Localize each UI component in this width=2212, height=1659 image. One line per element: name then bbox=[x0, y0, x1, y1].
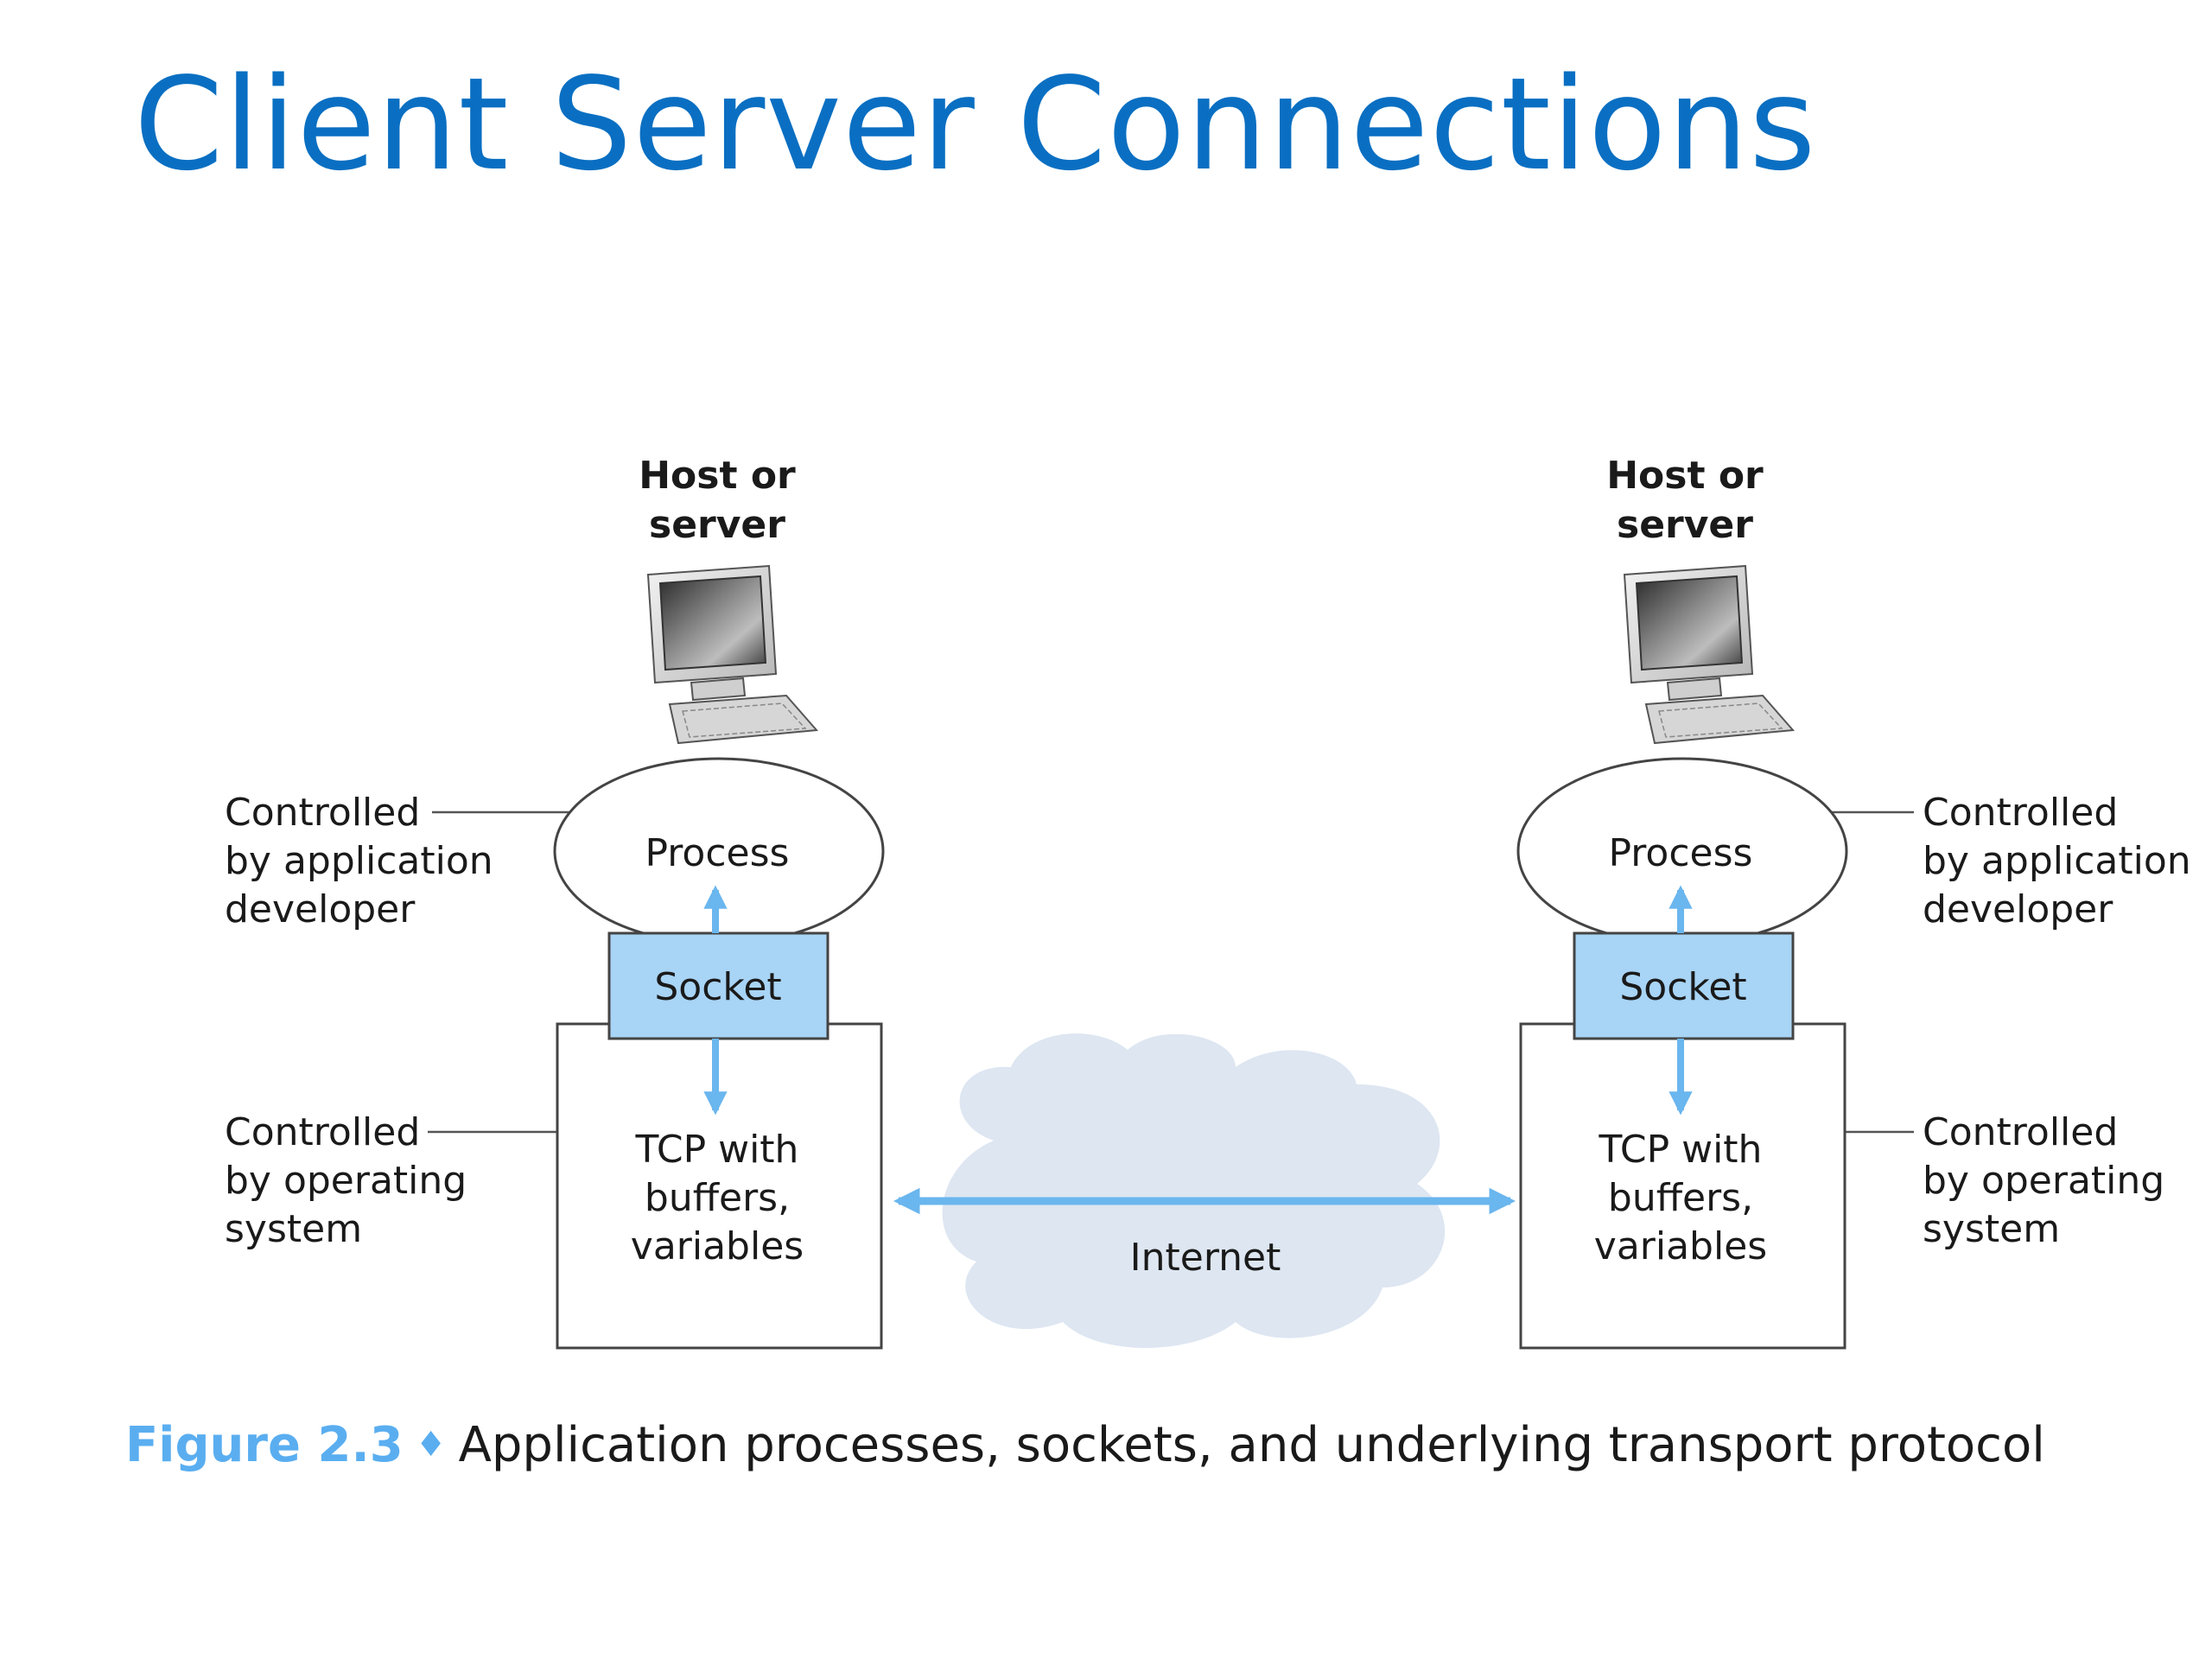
internet-label: Internet bbox=[1130, 1236, 1281, 1280]
slide-title: Client Server Connections bbox=[134, 50, 1817, 199]
right-process-label: Process bbox=[1609, 831, 1753, 875]
left-host-label-line2: server bbox=[649, 503, 785, 547]
left-tcp-line1: TCP with bbox=[635, 1128, 799, 1172]
left-tcp-box bbox=[556, 1022, 883, 1350]
right-socket-box bbox=[1573, 931, 1795, 1040]
left-tcp-line3: variables bbox=[631, 1224, 804, 1268]
left-app-label-line2: by application bbox=[225, 839, 493, 883]
desktop-computer-icon bbox=[1623, 564, 1796, 745]
right-tcp-line3: variables bbox=[1594, 1224, 1767, 1268]
right-socket-label: Socket bbox=[1619, 965, 1746, 1009]
left-socket-label: Socket bbox=[654, 965, 781, 1009]
right-host: Host or server Controlled by application… bbox=[1516, 454, 2191, 1350]
right-host-label-line1: Host or bbox=[1606, 454, 1764, 498]
left-process-label: Process bbox=[645, 831, 790, 875]
left-app-label-line3: developer bbox=[225, 887, 416, 931]
left-tcp-line2: buffers, bbox=[645, 1176, 790, 1220]
right-app-label-line3: developer bbox=[1923, 887, 2113, 931]
left-os-label-line2: by operating bbox=[225, 1159, 467, 1203]
right-app-label-line2: by application bbox=[1923, 839, 2191, 883]
left-app-label-line1: Controlled bbox=[225, 791, 420, 835]
left-os-label-line3: system bbox=[225, 1207, 362, 1251]
left-host: Host or server Controlled by application… bbox=[225, 454, 885, 1350]
desktop-computer-icon bbox=[646, 564, 819, 745]
internet-cloud bbox=[942, 1033, 1446, 1348]
right-tcp-line1: TCP with bbox=[1599, 1128, 1763, 1172]
right-os-label-line1: Controlled bbox=[1923, 1110, 2118, 1154]
right-host-label-line2: server bbox=[1617, 503, 1753, 547]
right-os-label-line2: by operating bbox=[1923, 1159, 2164, 1203]
caption-text: Application processes, sockets, and unde… bbox=[458, 1417, 2045, 1473]
left-os-label-line1: Controlled bbox=[225, 1110, 420, 1154]
right-os-label-line3: system bbox=[1923, 1207, 2060, 1251]
left-host-label-line1: Host or bbox=[639, 454, 796, 498]
right-app-label-line1: Controlled bbox=[1923, 791, 2118, 835]
figure-number: Figure 2.3 bbox=[125, 1417, 404, 1473]
figure-caption: Figure 2.3 ♦ Application processes, socket… bbox=[125, 1417, 2045, 1473]
caption-separator: ♦ bbox=[415, 1425, 447, 1465]
right-tcp-line2: buffers, bbox=[1608, 1176, 1753, 1220]
